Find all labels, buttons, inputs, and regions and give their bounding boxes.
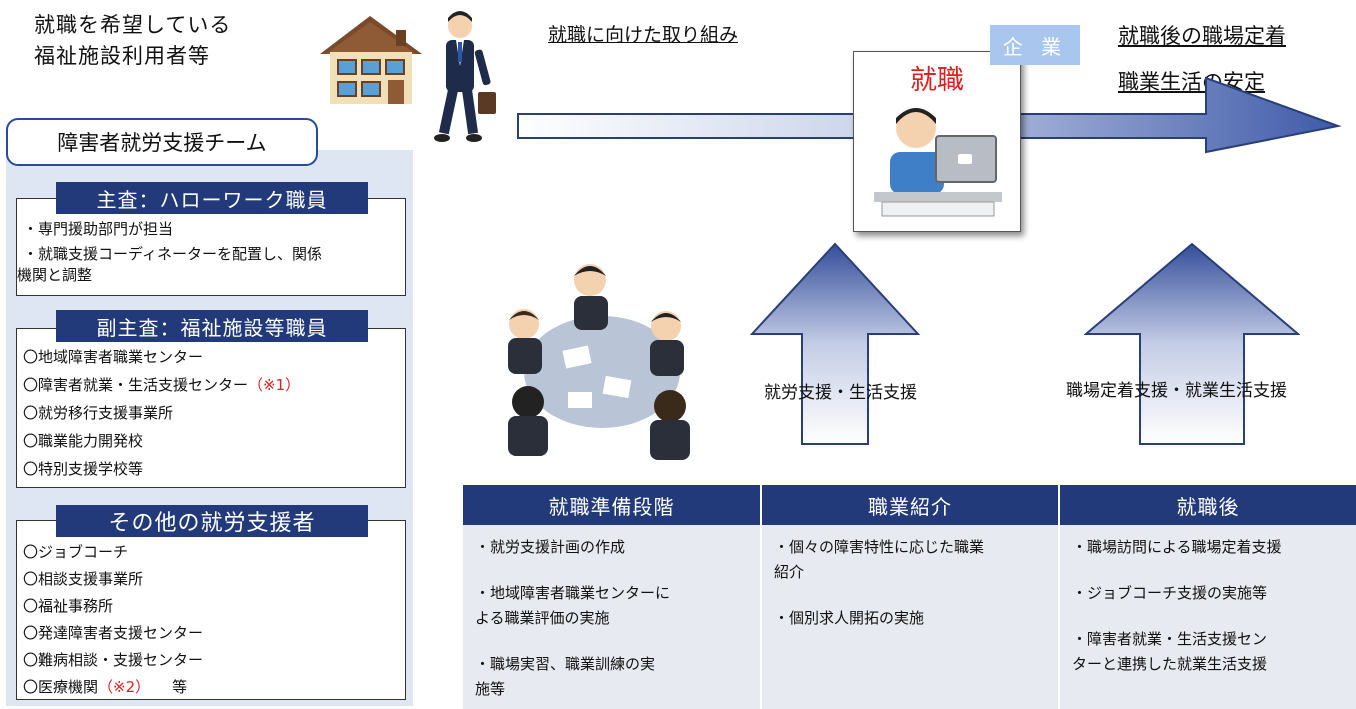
- table-header-after: 就職後: [1060, 485, 1356, 525]
- flow-title: 就職に向けた取り組み: [548, 24, 739, 46]
- sub-item: 〇就労移行支援事業所: [23, 404, 174, 422]
- table-cell-placement: ・個々の障害特性に応じた職業 紹介 ・個別求人開拓の実施: [762, 525, 1058, 709]
- intro-line-1: 就職を希望している: [34, 13, 232, 37]
- arrow-left-label: 就労支援・生活支援: [764, 383, 917, 403]
- lead-heading: 主査：ハローワーク職員: [56, 182, 368, 214]
- intro-line-2: 福祉施設利用者等: [34, 44, 210, 68]
- table-item: ・ジョブコーチ支援の実施等: [1072, 584, 1268, 602]
- lead-item: ・専門援助部門が担当: [23, 220, 174, 238]
- intro-text: 就職を希望している 福祉施設利用者等: [34, 10, 231, 72]
- hired-label: 就職: [910, 65, 964, 96]
- lead-box: ・専門援助部門が担当 ・就職支援コーディネーターを配置し、関係 機関と調整: [16, 198, 406, 296]
- table-item: ・個別求人開拓の実施: [774, 609, 925, 627]
- sub-item: 〇特別支援学校等: [23, 460, 144, 478]
- table-item: ・障害者就業・生活支援セン ターと連携した就業生活支援: [1072, 630, 1268, 673]
- table-cell-prep: ・就労支援計画の作成 ・地域障害者職業センターに よる職業評価の実施 ・職場実習…: [463, 525, 760, 709]
- table-item: ・個々の障害特性に応じた職業 紹介: [774, 538, 985, 581]
- sub-item: 〇職業能力開発校: [23, 432, 144, 450]
- company-tag: 企 業: [990, 25, 1080, 65]
- table-header-prep: 就職準備段階: [463, 485, 760, 525]
- after-title-1: 就職後の職場定着: [1118, 24, 1286, 48]
- table-item: ・地域障害者職業センターに よる職業評価の実施: [475, 584, 671, 627]
- other-item: 〇難病相談・支援センター: [23, 651, 204, 669]
- up-arrow-left: [750, 242, 920, 445]
- sub-box: 〇地域障害者職業センター 〇障害者就業・生活支援センター（※1） 〇就労移行支援…: [16, 328, 406, 488]
- other-box: 〇ジョブコーチ 〇相談支援事業所 〇福祉事務所 〇発達障害者支援センター 〇難病…: [16, 520, 406, 700]
- other-heading: その他の就労支援者: [56, 505, 368, 537]
- team-title: 障害者就労支援チーム: [6, 118, 318, 166]
- other-item: 〇発達障害者支援センター: [23, 624, 204, 642]
- businessman-walking-icon: [434, 11, 496, 142]
- sub-item: 〇地域障害者職業センター: [23, 348, 204, 366]
- sub-heading: 副主査：福祉施設等職員: [56, 310, 368, 342]
- table-item: ・就労支援計画の作成: [475, 538, 626, 556]
- table-item: ・職場訪問による職場定着支援: [1072, 538, 1282, 556]
- lead-item: 機関と調整: [17, 266, 93, 284]
- table-header-placement: 職業紹介: [762, 485, 1058, 525]
- arrow-right-label: 職場定着支援・就業生活支援: [1066, 381, 1287, 401]
- other-item: 〇医療機関（※2）等: [23, 678, 188, 696]
- note-1: （※1）: [248, 376, 301, 394]
- other-item: 〇相談支援事業所: [23, 570, 144, 588]
- office-worker-icon: [874, 108, 1002, 217]
- up-arrow-right: [1084, 242, 1300, 445]
- sub-item: 〇障害者就業・生活支援センター（※1）: [23, 376, 301, 394]
- other-item: 〇福祉事務所: [23, 597, 114, 615]
- meeting-icon: [508, 264, 690, 460]
- lead-item: ・就職支援コーディネーターを配置し、関係: [23, 245, 322, 263]
- note-2: （※2）: [98, 678, 151, 696]
- table-item: ・職場実習、職業訓練の実 施等: [475, 655, 656, 698]
- company-card: 就職: [853, 51, 1021, 232]
- house-icon: [320, 16, 422, 104]
- other-item: 〇ジョブコーチ: [23, 543, 129, 561]
- table-cell-after: ・職場訪問による職場定着支援 ・ジョブコーチ支援の実施等 ・障害者就業・生活支援…: [1060, 525, 1356, 709]
